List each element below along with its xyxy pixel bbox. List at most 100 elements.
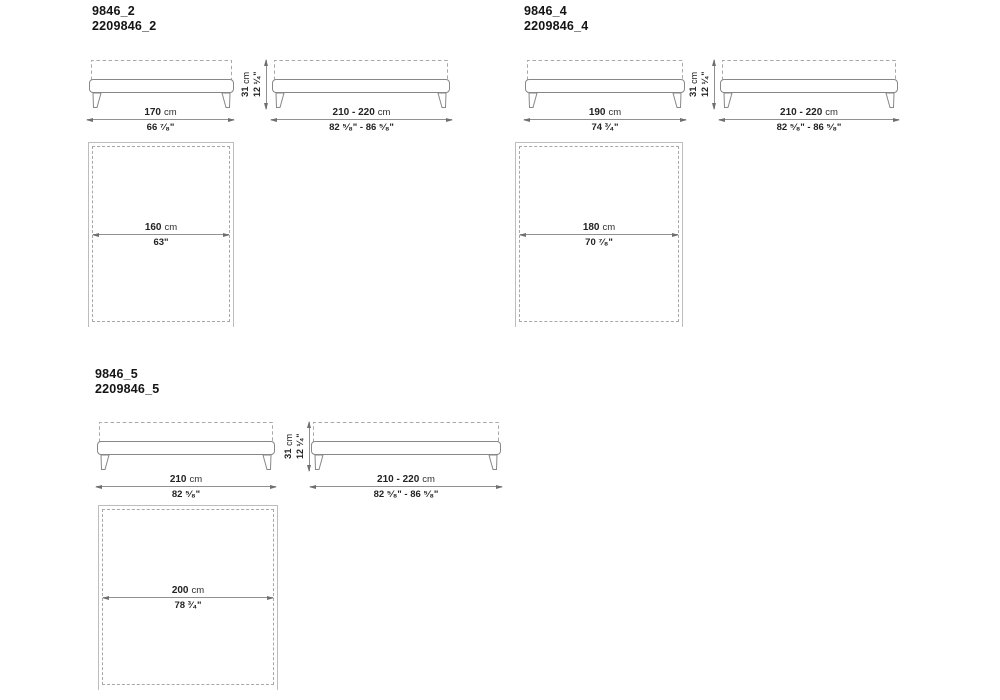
bed-front-view: [525, 60, 685, 108]
product-label: 9846_4 2209846_4: [524, 4, 588, 33]
height-value-cm: 31: [240, 86, 251, 98]
bed-leg-right: [221, 92, 231, 108]
height-value-inches: 12 ¹⁄₄": [700, 71, 710, 98]
height-unit: cm: [689, 71, 699, 84]
height-value-cm: 31: [283, 448, 294, 460]
height-value-inches: 12 ¹⁄₄": [252, 71, 262, 98]
dimension-value-inches: 82 ⁵⁄₈": [171, 489, 201, 500]
dimension-value-cm: 190: [588, 107, 606, 118]
bed-leg-right: [885, 92, 895, 108]
dimension-line: [519, 232, 679, 237]
dimension-line: [309, 484, 503, 489]
dimension-line: [102, 595, 274, 600]
dimension-line: [92, 232, 230, 237]
bed-leg-left: [314, 454, 324, 470]
bed-side-view: [720, 60, 898, 108]
dimension-value-inches: 78 ³⁄₄": [174, 600, 202, 611]
height-value-inches: 12 ¹⁄₄": [295, 433, 305, 460]
bed-leg-right: [437, 92, 447, 108]
height-unit: cm: [284, 433, 294, 446]
bed-side-view: [311, 422, 501, 470]
height-dimension: 31 cm 12 ¹⁄₄": [283, 421, 311, 472]
dimension-value-cm: 210 - 220: [332, 107, 375, 118]
mattress-outline: [527, 60, 683, 80]
dimension-line: [264, 59, 268, 110]
dimension-value-cm: 160: [144, 222, 162, 233]
bed-frame: [89, 79, 234, 93]
bed-leg-left: [100, 454, 110, 470]
bed-leg-right: [488, 454, 498, 470]
mattress-outline: [91, 60, 232, 80]
bed-leg-left: [275, 92, 285, 108]
bed-frame: [311, 441, 501, 455]
bed-leg-right: [672, 92, 682, 108]
product-code-full: 2209846_4: [524, 18, 589, 33]
dimension-value-cm: 170: [144, 107, 161, 118]
dimension-unit: cm: [164, 107, 177, 118]
dimension-value-cm: 210 - 220: [780, 107, 823, 118]
bed-leg-left: [92, 92, 102, 108]
dimension-value-inches: 70 ⁷⁄₈": [585, 237, 613, 248]
product-code-full: 2209846_5: [95, 381, 160, 396]
bed-front-view: [89, 60, 234, 108]
height-dimension-labels: 31 cm 12 ¹⁄₄": [283, 422, 306, 471]
bed-frame: [272, 79, 450, 93]
height-dimension: 31 cm 12 ¹⁄₄": [688, 59, 716, 110]
mattress-outline: [99, 422, 273, 442]
mattress-outline: [313, 422, 499, 442]
bed-side-view: [272, 60, 450, 108]
height-dimension-labels: 31 cm 12 ¹⁄₄": [688, 60, 711, 109]
dimension-value-cm: 200: [171, 585, 189, 596]
product-code: 9846_2: [92, 4, 135, 18]
bed-leg-right: [262, 454, 272, 470]
dimension-value-inches: 74 ³⁄₄": [591, 122, 619, 133]
bed-leg-left: [723, 92, 733, 108]
dimension-line: [307, 421, 311, 472]
dimension-unit: cm: [189, 474, 203, 485]
dimension-line: [86, 117, 235, 122]
bed-frame: [525, 79, 685, 93]
height-unit: cm: [241, 71, 251, 84]
dimension-line: [523, 117, 687, 122]
height-dimension-labels: 31 cm 12 ¹⁄₄": [240, 60, 263, 109]
dimension-value-inches: 66 ⁷⁄₈": [146, 122, 175, 133]
dimension-value-inches: 82 ⁵⁄₈" - 86 ⁵⁄₈": [329, 122, 394, 133]
mattress-outline: [274, 60, 448, 80]
dimension-unit: cm: [602, 222, 616, 233]
dimension-value-inches: 82 ⁵⁄₈" - 86 ⁵⁄₈": [373, 489, 439, 500]
product-label: 9846_2 2209846_2: [92, 4, 156, 33]
height-dimension: 31 cm 12 ¹⁄₄": [240, 59, 268, 110]
dimension-line: [712, 59, 716, 110]
dimension-value-cm: 210 - 220: [377, 474, 420, 485]
bed-frame: [97, 441, 275, 455]
mattress-outline: [722, 60, 896, 80]
product-label: 9846_5 2209846_5: [95, 367, 159, 396]
dimension-unit: cm: [608, 107, 622, 118]
product-code: 9846_4: [524, 4, 567, 18]
bed-frame: [720, 79, 898, 93]
dimension-value-inches: 82 ⁵⁄₈" - 86 ⁵⁄₈": [776, 122, 842, 133]
bed-leg-left: [528, 92, 538, 108]
dimension-line: [718, 117, 900, 122]
dimension-unit: cm: [422, 474, 435, 485]
bed-front-view: [97, 422, 275, 470]
dimension-unit: cm: [825, 107, 838, 118]
dimension-value-cm: 210: [169, 474, 187, 485]
dimension-line: [270, 117, 453, 122]
dimension-line: [95, 484, 277, 489]
product-code-full: 2209846_2: [92, 18, 157, 33]
dimension-unit: cm: [191, 585, 205, 596]
